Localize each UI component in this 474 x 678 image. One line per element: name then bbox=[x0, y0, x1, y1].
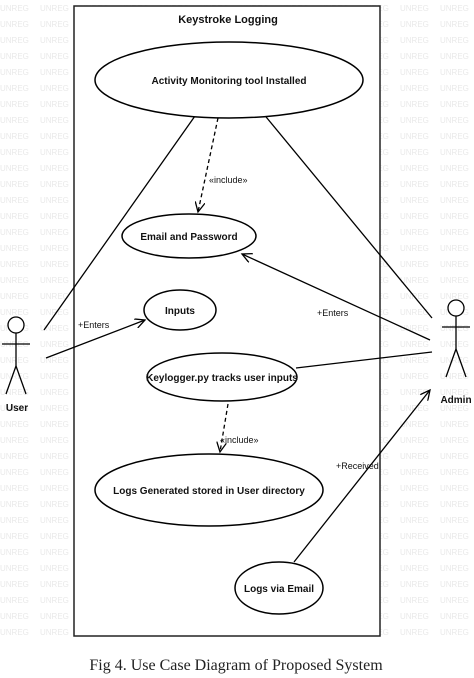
directed-relations bbox=[45, 117, 431, 563]
received-label: +Received bbox=[336, 461, 379, 471]
user-activity-association bbox=[43, 115, 196, 331]
user-enters-label: +Enters bbox=[78, 320, 110, 330]
admin-keylogger-association bbox=[295, 351, 433, 369]
received-arrow bbox=[293, 390, 430, 563]
include-arrow-2 bbox=[220, 403, 229, 452]
figure-caption: Fig 4. Use Case Diagram of Proposed Syst… bbox=[89, 657, 383, 674]
admin-enters-arrow bbox=[242, 254, 431, 341]
use-case-activity-monitoring[interactable]: Activity Monitoring tool Installed bbox=[94, 41, 364, 119]
actor-admin[interactable] bbox=[442, 299, 470, 378]
use-case-label: Logs Generated stored in User directory bbox=[113, 486, 305, 497]
admin-activity-association bbox=[261, 111, 433, 319]
include-label-2: «include» bbox=[220, 435, 259, 445]
use-case-label: Inputs bbox=[165, 306, 195, 317]
associations bbox=[43, 111, 433, 369]
actor-user-label: User bbox=[6, 403, 28, 414]
include-arrow-1 bbox=[198, 117, 219, 212]
admin-enters-label: +Enters bbox=[317, 308, 349, 318]
use-case-label: Keylogger.py tracks user inputs bbox=[146, 373, 298, 384]
use-case-logs-email[interactable]: Logs via Email bbox=[234, 561, 324, 615]
use-case-label: Activity Monitoring tool Installed bbox=[152, 76, 307, 87]
actor-head-icon bbox=[447, 299, 465, 317]
actor-user[interactable] bbox=[2, 316, 30, 395]
use-case-label: Logs via Email bbox=[244, 584, 314, 595]
actor-admin-label: Admin bbox=[440, 395, 471, 406]
user-enters-arrow bbox=[45, 320, 145, 359]
use-case-email-password[interactable]: Email and Password bbox=[121, 213, 257, 259]
use-case-logs-generated[interactable]: Logs Generated stored in User directory bbox=[94, 453, 324, 527]
include-label-1: «include» bbox=[209, 175, 248, 185]
use-case-keylogger[interactable]: Keylogger.py tracks user inputs bbox=[146, 352, 298, 402]
system-title: Keystroke Logging bbox=[178, 14, 278, 26]
use-case-inputs[interactable]: Inputs bbox=[143, 289, 217, 331]
use-case-label: Email and Password bbox=[140, 232, 237, 243]
actor-head-icon bbox=[7, 316, 25, 334]
